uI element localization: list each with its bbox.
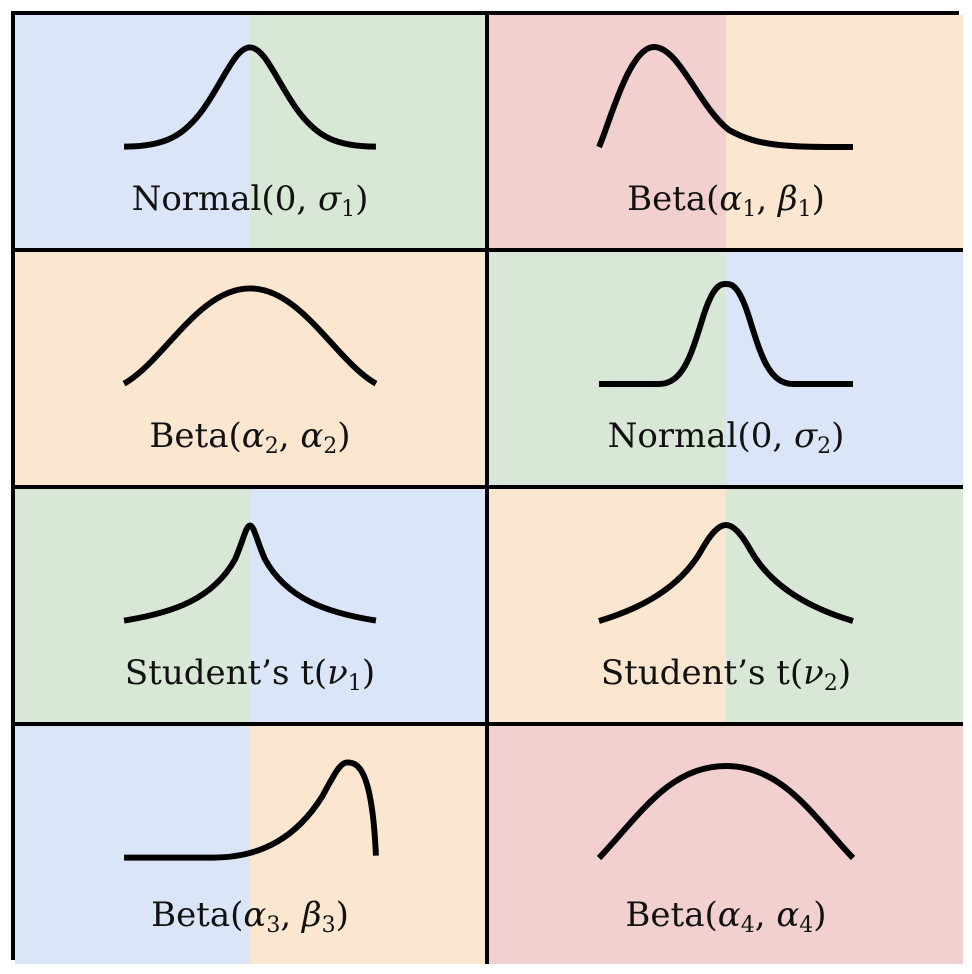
cell-left-background	[15, 489, 250, 722]
grid-cell-1: Normal(0, σ1)	[15, 15, 489, 252]
parameter: σ2	[793, 416, 832, 459]
distribution-label: Normal(0, σ1)	[131, 179, 369, 222]
density-curve-path	[598, 521, 854, 624]
density-curve-path	[124, 759, 379, 861]
cell-right-background	[250, 252, 485, 485]
distribution-label: Beta(α4, α4)	[625, 895, 827, 938]
parameter: α2	[300, 416, 338, 459]
grid-cell-4: Normal(0, σ2)	[489, 252, 963, 489]
cell-right-background	[726, 15, 963, 248]
grid-cell-8: Beta(α4, α4)	[489, 726, 963, 964]
distribution-label: Normal(0, σ2)	[607, 416, 845, 459]
density-curve-path	[596, 762, 856, 861]
cell-right-background	[726, 489, 963, 722]
distribution-label: Student’s t(ν2)	[600, 653, 852, 696]
parameter: α3	[243, 895, 281, 938]
density-curve-path	[124, 44, 376, 150]
distribution-label: Beta(α2, α2)	[149, 416, 351, 459]
parameter: 0	[750, 416, 773, 456]
cell-right-background	[250, 15, 485, 248]
parameter: β3	[301, 895, 336, 938]
density-curve-beta-left-skew	[124, 759, 379, 861]
density-curve-normal-wide	[124, 44, 376, 150]
density-curve-student-t-peaked	[123, 522, 377, 624]
parameter: α4	[717, 895, 755, 938]
parameter: ν1	[327, 653, 362, 696]
grid-cell-3: Beta(α2, α2)	[15, 252, 489, 489]
grid-cell-7: Beta(α3, β3)	[15, 726, 489, 964]
parameter: 0	[274, 179, 297, 219]
density-curve-normal-narrow	[599, 280, 853, 387]
distribution-grid: Normal(0, σ1) Beta(α1, β1) Beta(α2, α2) Nor…	[11, 11, 963, 964]
cell-left-background	[489, 489, 726, 722]
parameter: α2	[241, 416, 279, 459]
parameter: σ1	[317, 179, 356, 222]
density-curve-path	[122, 285, 378, 387]
distribution-name: Beta	[627, 179, 707, 219]
parameter: ν2	[803, 653, 838, 696]
distribution-name: Beta	[151, 895, 231, 935]
distribution-name: Beta	[149, 416, 229, 456]
distribution-label: Student’s t(ν1)	[124, 653, 376, 696]
cell-left-background	[15, 15, 250, 248]
cell-right-background	[250, 489, 485, 722]
density-curve-path	[596, 43, 854, 150]
distribution-label: Beta(α3, β3)	[151, 895, 349, 938]
grid-cell-6: Student’s t(ν2)	[489, 489, 963, 726]
density-curve-beta-broad	[596, 762, 856, 861]
parameter: α4	[776, 895, 814, 938]
cell-right-background	[250, 726, 485, 964]
parameter: α1	[719, 179, 757, 222]
parameter: β1	[777, 179, 812, 222]
distribution-name: Normal	[607, 416, 738, 456]
distribution-name: Student’s t	[124, 653, 314, 693]
distribution-name: Beta	[625, 895, 705, 935]
distribution-label: Beta(α1, β1)	[627, 179, 825, 222]
cell-left-background	[15, 252, 250, 485]
distribution-name: Normal	[131, 179, 262, 219]
density-curve-beta-symmetric	[122, 285, 378, 387]
density-curve-student-t-wide	[598, 521, 854, 624]
grid-cell-5: Student’s t(ν1)	[15, 489, 489, 726]
density-curve-beta-right-skew	[596, 43, 854, 150]
density-curve-path	[123, 522, 377, 624]
cell-left-background	[15, 726, 250, 964]
grid-cell-2: Beta(α1, β1)	[489, 15, 963, 252]
density-curve-path	[599, 280, 853, 387]
distribution-name: Student’s t	[600, 653, 790, 693]
